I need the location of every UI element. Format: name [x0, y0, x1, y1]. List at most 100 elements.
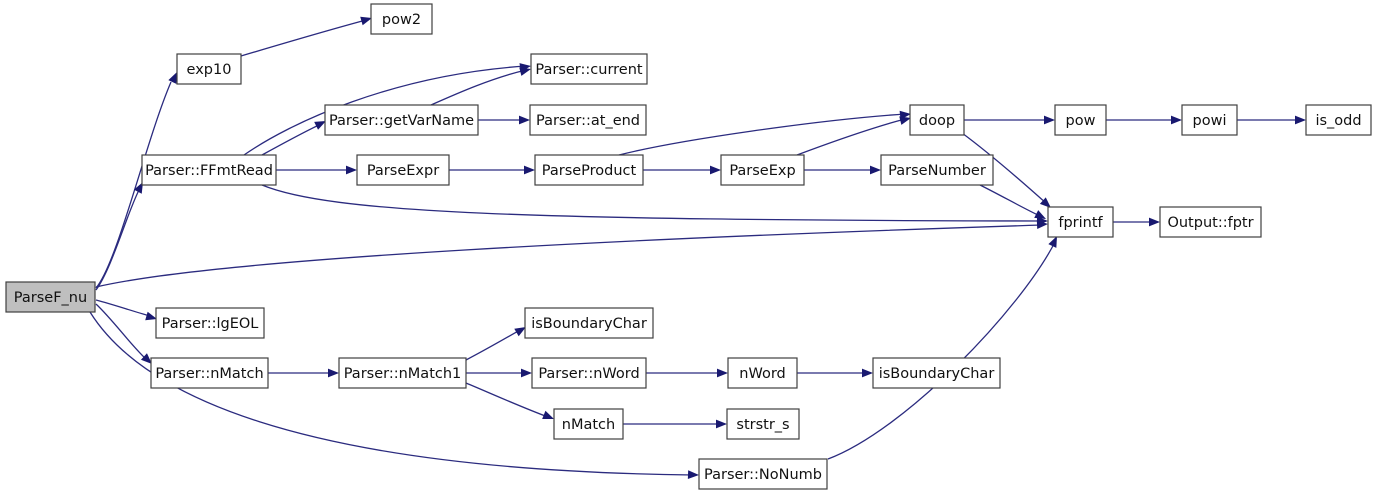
node-is_odd[interactable]: is_odd: [1305, 104, 1372, 136]
edge-exp10-to-pow2: [240, 19, 367, 57]
edge-arrowhead: [140, 353, 152, 364]
edge-nmatch1-to-isbc_top: [465, 329, 521, 361]
node-pow[interactable]: pow: [1054, 104, 1107, 136]
node-box-parseexp[interactable]: [720, 154, 805, 186]
edge-doop-to-fprintf: [961, 132, 1048, 205]
node-box-isbc_right[interactable]: [872, 357, 1001, 389]
edge-parsef_nu-to-nonumb: [89, 311, 694, 476]
node-box-parseexpr[interactable]: [356, 154, 450, 186]
edge-arrowhead: [168, 72, 177, 84]
edge-nmatch1-to-nmatch: [465, 382, 549, 418]
node-label-lgeol: Parser::lgEOL: [162, 316, 259, 332]
node-label-getvarname: Parser::getVarName: [329, 113, 474, 129]
node-getvarname[interactable]: Parser::getVarName: [324, 104, 479, 136]
node-nword_p[interactable]: Parser::nWord: [531, 357, 647, 389]
node-nonumb[interactable]: Parser::NoNumb: [698, 458, 828, 490]
edge-arrowhead: [1149, 217, 1160, 227]
node-box-current[interactable]: [530, 53, 648, 85]
node-lgeol[interactable]: Parser::lgEOL: [155, 307, 265, 339]
node-parsef_nu[interactable]: ParseF_nu: [5, 281, 96, 313]
node-parsenumber[interactable]: ParseNumber: [880, 154, 994, 186]
node-powi[interactable]: powi: [1181, 104, 1238, 136]
node-pow2[interactable]: pow2: [370, 3, 433, 35]
node-box-is_odd[interactable]: [1305, 104, 1372, 136]
edge-arrowhead: [870, 165, 881, 175]
node-fptr[interactable]: Output::fptr: [1159, 206, 1262, 238]
node-box-fptr[interactable]: [1159, 206, 1262, 238]
edge-arrowhead: [717, 368, 728, 378]
edge-arrowhead: [1295, 115, 1306, 125]
node-label-fptr: Output::fptr: [1167, 215, 1253, 231]
edge-parseexp-to-doop: [796, 118, 906, 156]
node-parseproduct[interactable]: ParseProduct: [534, 154, 644, 186]
node-box-fprintf[interactable]: [1047, 206, 1114, 238]
node-box-nword_p[interactable]: [531, 357, 647, 389]
edge-arrowhead: [145, 311, 157, 321]
node-box-nword[interactable]: [727, 357, 798, 389]
node-box-parseproduct[interactable]: [534, 154, 644, 186]
node-parseexpr[interactable]: ParseExpr: [356, 154, 450, 186]
node-label-parseexp: ParseExp: [729, 163, 795, 179]
node-nmatch[interactable]: nMatch: [553, 408, 624, 440]
node-isbc_top[interactable]: isBoundaryChar: [524, 307, 654, 339]
node-box-doop[interactable]: [909, 104, 965, 136]
node-box-strstr_s[interactable]: [726, 408, 800, 440]
node-label-at_end: Parser::at_end: [536, 113, 640, 129]
node-nword[interactable]: nWord: [727, 357, 798, 389]
node-box-isbc_top[interactable]: [524, 307, 654, 339]
node-label-isbc_top: isBoundaryChar: [531, 316, 647, 332]
edge-ffmtread-to-fprintf: [261, 184, 1043, 222]
node-box-pow2[interactable]: [370, 3, 433, 35]
edge-arrowhead: [862, 368, 873, 378]
edge-arrowhead: [133, 182, 143, 194]
node-label-is_odd: is_odd: [1315, 113, 1361, 129]
node-box-ffmtread[interactable]: [141, 154, 277, 186]
node-box-parsenumber[interactable]: [880, 154, 994, 186]
node-label-fprintf: fprintf: [1058, 215, 1103, 231]
edge-parseproduct-to-doop: [618, 113, 906, 156]
edge-parsef_nu-to-nmatch_p: [95, 303, 147, 360]
node-box-exp10[interactable]: [176, 53, 242, 85]
node-isbc_right[interactable]: isBoundaryChar: [872, 357, 1001, 389]
edge-arrowhead: [1037, 216, 1048, 226]
edge-arrowhead: [1039, 197, 1051, 208]
nodes-layer: ParseF_nuexp10pow2Parser::FFmtReadParser…: [5, 3, 1372, 490]
node-label-nword_p: Parser::nWord: [538, 366, 639, 382]
node-box-powi[interactable]: [1181, 104, 1238, 136]
node-parseexp[interactable]: ParseExp: [720, 154, 805, 186]
edge-arrowhead: [716, 419, 727, 429]
node-box-nmatch[interactable]: [553, 408, 624, 440]
edge-arrowhead: [1044, 115, 1055, 125]
node-fprintf[interactable]: fprintf: [1047, 206, 1114, 238]
node-box-getvarname[interactable]: [324, 104, 479, 136]
edge-arrowhead: [899, 116, 911, 125]
node-label-parseexpr: ParseExpr: [367, 163, 439, 179]
node-exp10[interactable]: exp10: [176, 53, 242, 85]
node-strstr_s[interactable]: strstr_s: [726, 408, 800, 440]
node-label-nmatch1: Parser::nMatch1: [344, 366, 462, 382]
edge-arrowhead: [542, 410, 554, 419]
edge-arrowhead: [328, 368, 339, 378]
node-ffmtread[interactable]: Parser::FFmtRead: [141, 154, 277, 186]
node-nmatch_p[interactable]: Parser::nMatch: [150, 357, 269, 389]
node-label-doop: doop: [919, 113, 955, 129]
node-label-current: Parser::current: [535, 62, 643, 78]
node-box-at_end[interactable]: [529, 104, 647, 136]
edge-nonumb-to-fprintf: [827, 241, 1056, 460]
edge-arrowhead: [687, 470, 699, 480]
edge-arrowhead: [710, 165, 721, 175]
node-nmatch1[interactable]: Parser::nMatch1: [338, 357, 467, 389]
node-box-parsef_nu[interactable]: [5, 281, 96, 313]
node-box-pow[interactable]: [1054, 104, 1107, 136]
node-box-lgeol[interactable]: [155, 307, 265, 339]
edge-arrowhead: [1034, 210, 1046, 219]
node-box-nmatch1[interactable]: [338, 357, 467, 389]
node-box-nonumb[interactable]: [698, 458, 828, 490]
node-box-nmatch_p[interactable]: [150, 357, 269, 389]
edge-arrowhead: [1171, 115, 1182, 125]
node-current[interactable]: Parser::current: [530, 53, 648, 85]
node-label-ffmtread: Parser::FFmtRead: [145, 163, 273, 179]
node-doop[interactable]: doop: [909, 104, 965, 136]
node-at_end[interactable]: Parser::at_end: [529, 104, 647, 136]
